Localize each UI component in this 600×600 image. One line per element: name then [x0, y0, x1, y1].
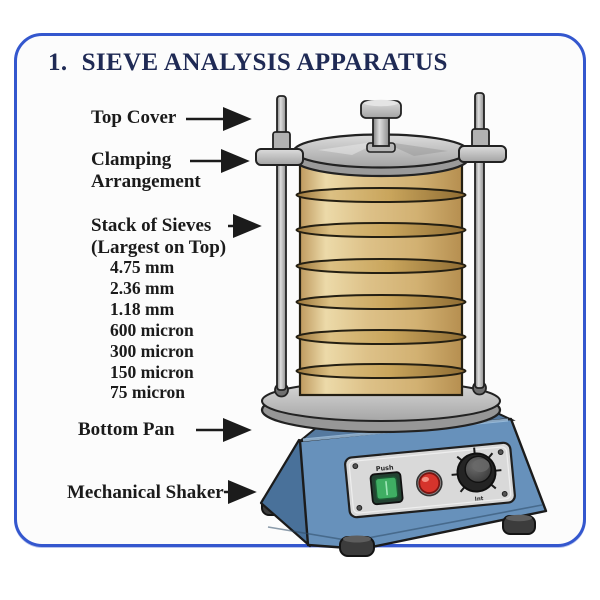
lid-shade: [381, 141, 448, 156]
sieve-size-item: 600 micron: [110, 319, 194, 340]
red-button-cap: [418, 472, 441, 494]
sieve-size-item: 300 micron: [110, 340, 194, 361]
sieve-ring: [295, 294, 467, 310]
lid-highlight: [318, 141, 381, 155]
timer-knob: Int: [451, 447, 502, 503]
screw-icon: [356, 505, 363, 511]
foot-highlight: [506, 514, 532, 522]
title-text: SIEVE ANALYSIS APPARATUS: [81, 49, 448, 76]
handle-cap-highlight: [364, 99, 398, 107]
sieve-ring: [295, 187, 467, 203]
page-title: 1. SIEVE ANALYSIS APPARATUS: [48, 49, 448, 77]
sieve-size-list: 4.75 mm 2.36 mm 1.18 mm 600 micron 300 m…: [110, 257, 194, 403]
label-clamping-line2: Arrangement: [91, 171, 201, 192]
stop-button-red: [415, 469, 443, 497]
red-button-highlight: [421, 476, 430, 483]
rod-left: [276, 95, 287, 391]
power-button-label: Push: [375, 463, 394, 473]
foot-highlight: [343, 535, 371, 543]
label-clamping-line1: Clamping: [91, 149, 172, 170]
panel-screws: [352, 449, 508, 511]
title-number: 1.: [48, 49, 68, 76]
panel-inner-edge: [348, 446, 512, 514]
label-stack-line1: Stack of Sieves: [91, 215, 212, 236]
sieve-stack: [295, 160, 467, 397]
sieve-size-item: 150 micron: [110, 361, 194, 382]
callout-arrows: [186, 107, 262, 504]
rod-right: [474, 92, 485, 389]
label-clamping-arrangement: Clamping Arrangement: [91, 149, 201, 193]
clamp-bracket-left: [255, 148, 304, 166]
sieve-ring: [295, 363, 467, 379]
power-button-highlight: [385, 481, 389, 496]
label-mechanical-shaker: Mechanical Shaker: [67, 482, 224, 503]
screw-icon: [497, 449, 504, 455]
knob-cap-top: [472, 459, 490, 473]
knob-label: Int: [475, 496, 484, 503]
sieve-size-item: 1.18 mm: [110, 298, 175, 319]
sieve-ring: [295, 329, 467, 345]
lid-handle-knob: [360, 99, 402, 153]
top-cover: [292, 99, 470, 178]
screw-icon: [352, 463, 359, 469]
control-panel: Push: [344, 441, 516, 519]
label-bottom-pan: Bottom Pan: [78, 419, 175, 440]
sieve-size-item: 2.36 mm: [110, 277, 175, 298]
label-stack-of-sieves: Stack of Sieves (Largest on Top): [91, 215, 226, 259]
label-top-cover: Top Cover: [91, 107, 177, 128]
power-button-green: [369, 471, 404, 506]
sieve-size-item: 4.75 mm: [110, 257, 175, 277]
clamping-rods: [274, 92, 487, 398]
clamp-bracket-right: [458, 145, 507, 163]
sieve-size-item: 75 micron: [110, 382, 186, 403]
sieve-ring: [295, 258, 467, 274]
screw-icon: [501, 491, 508, 497]
clamping-arrangement: [255, 128, 507, 166]
label-stack-line2: (Largest on Top): [91, 237, 227, 258]
sieve-ring: [295, 222, 467, 238]
